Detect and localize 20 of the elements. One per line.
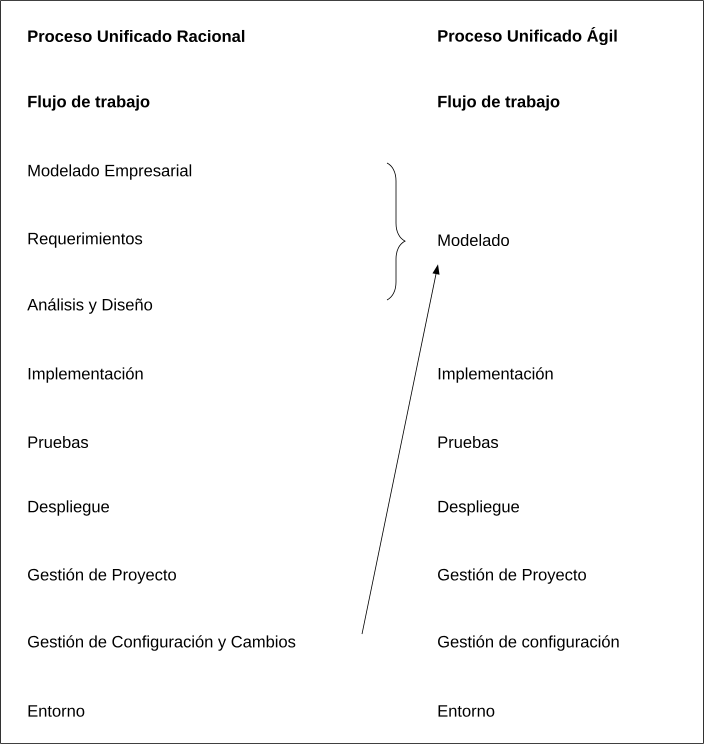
text-label: Modelado Empresarial xyxy=(28,164,192,180)
text-label: Implementación xyxy=(438,367,553,383)
text-label: Flujo de trabajo xyxy=(28,95,150,111)
text-label: Gestión de Configuración y Cambios xyxy=(28,635,296,651)
text-label: Modelado xyxy=(438,234,509,246)
text-label: Flujo de trabajo xyxy=(438,95,560,111)
text-label: Pruebas xyxy=(28,436,88,448)
text-label: Gestión de Proyecto xyxy=(28,568,176,584)
text-label: Pruebas xyxy=(438,436,498,448)
text-label: Implementación xyxy=(28,367,143,383)
text-label: Requerimientos xyxy=(28,232,142,248)
text-label: Gestión de configuración xyxy=(438,635,619,651)
text-label: Proceso Unificado Racional xyxy=(28,30,244,42)
text-label: Despliegue xyxy=(28,500,109,516)
text-label: Entorno xyxy=(438,705,494,717)
text-label: Análisis y Diseño xyxy=(27,298,152,314)
text-label: Proceso Unificado Ágil xyxy=(438,26,617,46)
text-label: Despliegue xyxy=(438,500,519,516)
text-label: Gestión de Proyecto xyxy=(438,568,586,584)
text-label: Entorno xyxy=(28,705,84,717)
